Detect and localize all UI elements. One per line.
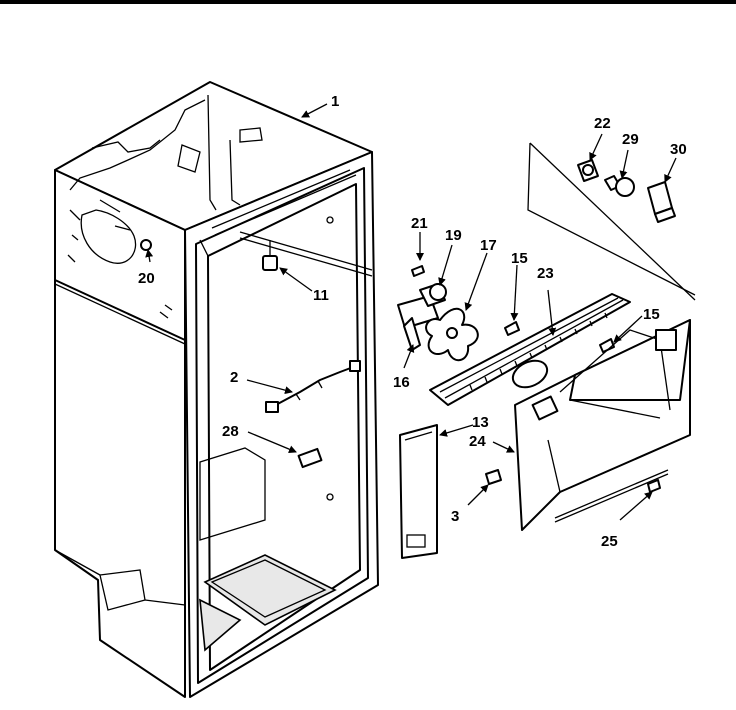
leader-lines (145, 103, 677, 521)
label-part-15-a: 15 (511, 250, 528, 267)
part-labels: 1 11 2 28 20 21 19 17 15 23 15 16 13 24 … (138, 93, 687, 550)
label-part-2: 2 (230, 369, 238, 386)
label-part-21: 21 (411, 215, 428, 232)
label-part-11: 11 (313, 287, 329, 304)
label-part-1: 1 (331, 93, 339, 110)
label-part-16: 16 (393, 374, 410, 391)
label-part-15-b: 15 (643, 306, 660, 323)
part-15-screw-b (599, 338, 615, 353)
part-23-duct (429, 293, 631, 406)
label-part-13: 13 (472, 414, 489, 431)
cabinet-liner (54, 81, 379, 698)
part-28-connector (297, 447, 323, 469)
label-part-25: 25 (601, 533, 618, 550)
part-13-panel (399, 424, 438, 559)
part-20-screw (140, 239, 152, 251)
part-2-harness (265, 360, 361, 413)
part-3-screw (485, 469, 502, 485)
top-border (0, 0, 736, 4)
part-15-screw-a (504, 321, 520, 336)
light-assembly (527, 142, 696, 301)
label-part-17: 17 (480, 237, 497, 254)
fan-motor-assembly (397, 265, 479, 361)
label-part-29: 29 (622, 131, 639, 148)
label-part-3: 3 (451, 508, 459, 525)
label-part-23: 23 (537, 265, 554, 282)
part-11-clip (262, 240, 278, 271)
part-24-cover (514, 319, 691, 531)
label-part-22: 22 (594, 115, 611, 132)
label-part-24: 24 (469, 433, 486, 450)
label-part-28: 28 (222, 423, 239, 440)
label-part-20: 20 (138, 270, 155, 287)
label-part-30: 30 (670, 141, 687, 158)
label-part-19: 19 (445, 227, 462, 244)
part-25-screw (647, 479, 661, 493)
